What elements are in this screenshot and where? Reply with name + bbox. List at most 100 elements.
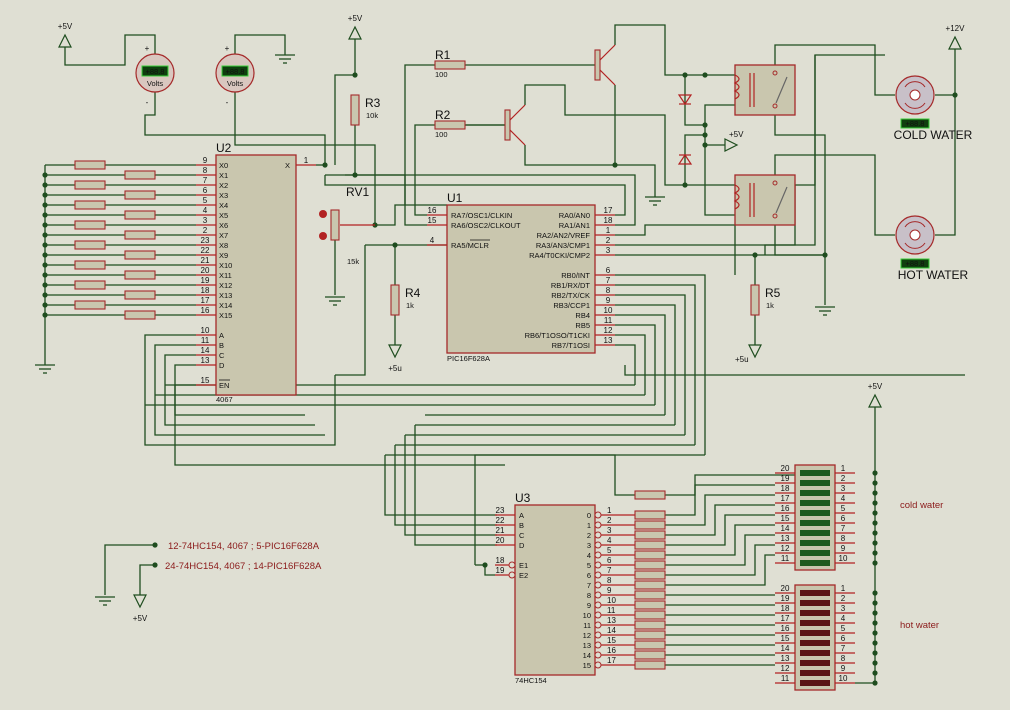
junction-dot	[752, 252, 758, 258]
led-segment	[800, 620, 830, 626]
relay	[733, 174, 796, 226]
led-resistor	[634, 630, 666, 640]
diode-icon	[677, 94, 693, 106]
u2-pin-number: 16	[201, 306, 210, 315]
led-segment	[800, 510, 830, 516]
u1-pin-number: 9	[606, 296, 611, 305]
power-label: +5u	[388, 364, 402, 373]
wire	[139, 564, 155, 595]
wire	[334, 74, 355, 165]
wire	[665, 494, 775, 526]
u1-pin-name: RB5	[575, 321, 590, 330]
wire	[665, 514, 775, 546]
motor-display	[900, 118, 930, 129]
u2-pin-name: X9	[219, 251, 228, 260]
inverted-pin-bubble	[594, 541, 602, 549]
wire	[614, 24, 685, 76]
u1-ref: U1	[447, 191, 463, 205]
wire	[615, 344, 636, 385]
u1-pin-number: 10	[604, 306, 613, 315]
junction-dot	[322, 162, 328, 168]
relay	[733, 64, 796, 116]
u2-pin-number: 20	[201, 266, 210, 275]
u1-pin-name: RB4	[575, 311, 590, 320]
u2-pin-number: 21	[201, 256, 210, 265]
led-resistor	[634, 600, 666, 610]
power-label: +5V	[868, 382, 883, 391]
rv1-value: 15k	[347, 257, 359, 266]
bargraph-pin-number: 1	[841, 464, 846, 473]
wire	[234, 34, 286, 55]
transistor-collector	[509, 104, 526, 121]
u1-pin-number: 17	[604, 206, 613, 215]
u2-pin-number: 3	[203, 216, 208, 225]
wire	[665, 554, 775, 586]
u3-pin-name: 2	[587, 531, 591, 540]
u1-pin-number: 3	[606, 246, 611, 255]
vcc-icon	[748, 344, 762, 359]
inverted-pin-bubble	[594, 651, 602, 659]
motor-arc	[904, 221, 926, 228]
led-segment	[800, 640, 830, 646]
wire	[774, 154, 895, 236]
wire	[335, 245, 366, 376]
junction-dot	[152, 562, 158, 568]
u2-pin-name: X10	[219, 261, 232, 270]
relay-coil-icon	[733, 184, 740, 210]
inverted-pin-bubble	[594, 621, 602, 629]
pot-terminal-icon	[319, 210, 327, 218]
power-terminal-icon	[724, 138, 739, 152]
transistor-q1	[594, 49, 601, 81]
wire	[144, 92, 326, 165]
u1-pin-number: 16	[428, 206, 437, 215]
u3-pin-name: 10	[583, 611, 591, 620]
wire	[684, 134, 705, 185]
pulldown-resistor	[124, 290, 156, 300]
pulldown-resistor	[74, 220, 106, 230]
inverted-pin-bubble	[508, 571, 516, 579]
inverted-pin-bubble	[594, 601, 602, 609]
u2-pin-number: 1	[304, 156, 309, 165]
u3-pin-number: 15	[607, 636, 616, 645]
u2-pin-number: 23	[201, 236, 210, 245]
motor-arc	[904, 102, 926, 109]
u3-pin-name: 6	[587, 571, 591, 580]
u3-pin-number: 23	[496, 506, 505, 515]
wire	[524, 84, 685, 186]
wire	[764, 55, 816, 255]
vcc-5v-icon	[868, 393, 882, 408]
voltmeter-display	[221, 65, 249, 77]
wire	[615, 224, 736, 275]
u3-pin-name: 7	[587, 581, 591, 590]
u3-pin-name: 15	[583, 661, 591, 670]
power-label: +5V	[348, 14, 363, 23]
u3-pin-number: 2	[607, 516, 612, 525]
u3-pin-number: 22	[496, 516, 505, 525]
bargraph-pin-number: 3	[841, 484, 846, 493]
pulldown-resistor	[124, 310, 156, 320]
u3-ref: U3	[515, 491, 531, 505]
bargraph-pin-number: 8	[841, 654, 846, 663]
r5-value: 1k	[766, 301, 774, 310]
power-label: +5V	[58, 22, 73, 31]
voltmeter-unit: Volts	[227, 79, 244, 88]
minus-sign: -	[146, 98, 149, 107]
relay-body	[734, 64, 796, 116]
pulldown-resistor	[74, 200, 106, 210]
u2-pin-name: X13	[219, 291, 232, 300]
wire	[935, 49, 956, 236]
u2-part: 4067	[216, 395, 233, 404]
diode-icon	[677, 153, 693, 165]
led-resistor	[634, 620, 666, 630]
u2-pin-number: 15	[201, 376, 210, 385]
inverted-pin-bubble	[594, 591, 602, 599]
vcc-5v-icon	[348, 25, 362, 40]
r4-value: 1k	[406, 301, 414, 310]
led-resistor	[634, 540, 666, 550]
u1-pin-name: RB3/CCP1	[553, 301, 590, 310]
led-resistor	[634, 520, 666, 530]
vcc-5u-icon	[388, 344, 402, 359]
pulldown-resistor	[74, 300, 106, 310]
u3-pin-number: 18	[496, 556, 505, 565]
